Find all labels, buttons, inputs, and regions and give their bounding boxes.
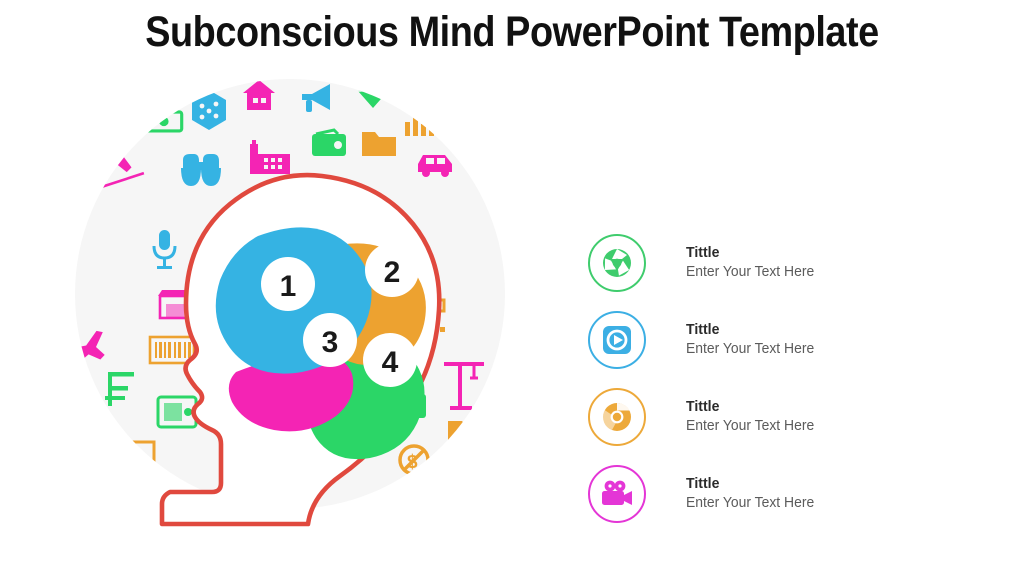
- movie-camera-icon: [602, 480, 632, 505]
- barcode-icon: [148, 335, 196, 365]
- shop-icon: [158, 290, 192, 320]
- megaphone-icon: [302, 84, 330, 112]
- car-icon: [418, 155, 452, 177]
- legend-list: Tittle Enter Your Text Here Tittle Enter…: [588, 224, 988, 532]
- percent-icon: %: [468, 465, 498, 503]
- number-bubble-2[interactable]: 2: [365, 243, 419, 297]
- legend-subtitle-3: Enter Your Text Here: [686, 418, 815, 435]
- lighthouse-icon: [493, 412, 505, 448]
- lobe-3-magenta: [228, 353, 354, 432]
- bar-chart-icon: [468, 508, 505, 509]
- movie-camera-icon: [412, 521, 458, 542]
- legend-title-3: Tittle: [686, 397, 720, 415]
- movie-camera-icon-badge[interactable]: [588, 464, 646, 523]
- bus-icon: [422, 470, 456, 504]
- factory-icon: [250, 140, 290, 174]
- legend-subtitle-4: Enter Your Text Here: [686, 495, 815, 512]
- chrome-browser-icon-badge[interactable]: [588, 387, 646, 446]
- legend-text-1: Tittle Enter Your Text Here: [686, 244, 820, 282]
- number-bubble-4[interactable]: 4: [363, 333, 417, 387]
- legend-subtitle-2: Enter Your Text Here: [686, 341, 815, 358]
- legend-text-4: Tittle Enter Your Text Here: [686, 475, 820, 513]
- legend-subtitle-1: Enter Your Text Here: [686, 264, 815, 281]
- box-icon: [75, 390, 94, 424]
- video-play-icon: [603, 325, 631, 354]
- legend-text-2: Tittle Enter Your Text Here: [686, 321, 820, 359]
- number-bubble-1-label: 1: [280, 270, 297, 303]
- head-illustration: £: [40, 72, 560, 542]
- chrome-browser-icon: [602, 402, 631, 431]
- number-bubble-2-label: 2: [384, 256, 401, 289]
- microphone-icon: [152, 230, 177, 269]
- folder-icon: [448, 421, 484, 447]
- legend-title-1: Tittle: [686, 243, 720, 261]
- page-title: Subconscious Mind PowerPoint Template: [145, 8, 879, 56]
- folder-icon: [362, 132, 396, 156]
- aperture-icon-badge[interactable]: [588, 233, 646, 292]
- number-bubble-1[interactable]: 1: [261, 257, 315, 311]
- legend-title-2: Tittle: [686, 320, 720, 338]
- aperture-icon: [603, 248, 631, 277]
- crane-icon: [444, 362, 484, 410]
- video-play-icon-badge[interactable]: [588, 310, 646, 369]
- legend-item-4[interactable]: Tittle Enter Your Text Here: [588, 455, 988, 532]
- svg-text:%: %: [468, 465, 498, 503]
- dice-icon: [192, 90, 226, 130]
- legend-text-3: Tittle Enter Your Text Here: [686, 398, 820, 436]
- camera-icon: [75, 443, 92, 474]
- number-bubble-4-label: 4: [382, 346, 399, 379]
- number-bubble-3[interactable]: 3: [303, 313, 357, 367]
- franc-sign-icon: [105, 372, 134, 406]
- legend-item-3[interactable]: Tittle Enter Your Text Here: [588, 378, 988, 455]
- number-bubble-3-label: 3: [322, 326, 339, 359]
- legend-item-2[interactable]: Tittle Enter Your Text Here: [588, 301, 988, 378]
- binoculars-icon: [181, 154, 221, 186]
- taxi-icon: [48, 506, 88, 541]
- legend-title-4: Tittle: [686, 474, 720, 492]
- house-icon: [243, 80, 275, 110]
- legend-item-1[interactable]: Tittle Enter Your Text Here: [588, 224, 988, 301]
- wallet-icon: [312, 128, 346, 156]
